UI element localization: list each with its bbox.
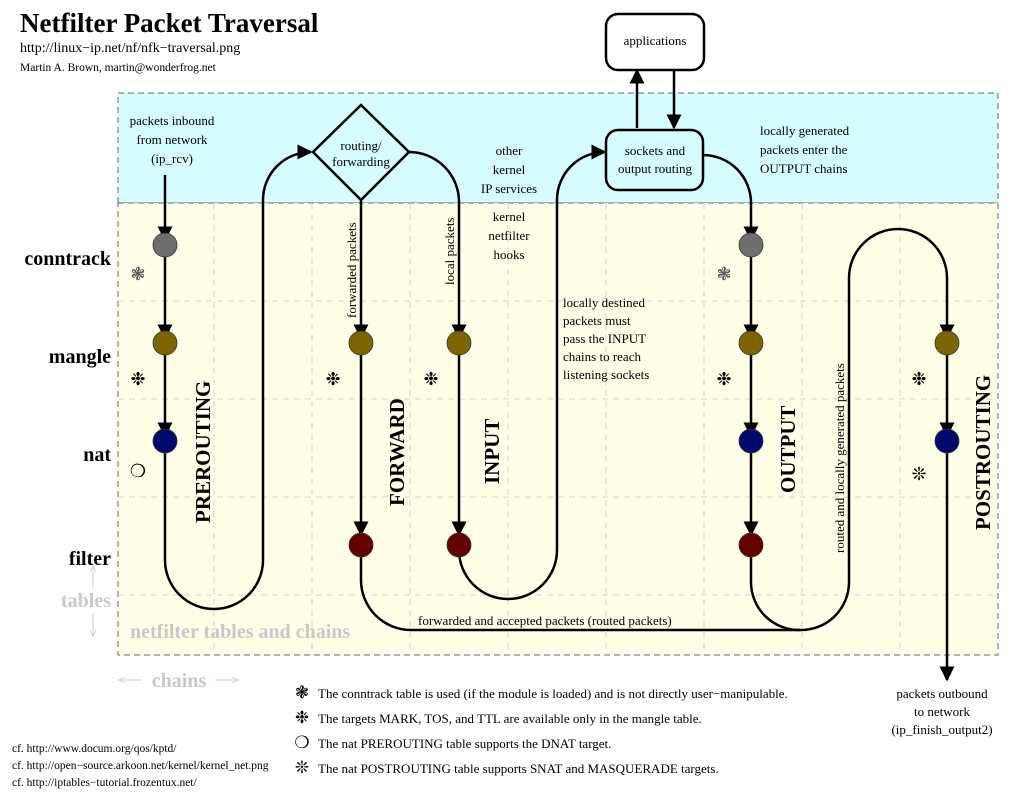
kernel-hooks-line: kernel xyxy=(493,209,526,224)
chain-label-output: OUTPUT xyxy=(776,405,800,493)
locally-generated-line: locally generated xyxy=(760,123,850,138)
table-node-forward-filter xyxy=(348,532,374,558)
legend-item-text: The conntrack table is used (if the modu… xyxy=(318,686,788,701)
other-kernel-line: other xyxy=(496,143,523,158)
table-node-prerouting-conntrack xyxy=(152,232,178,258)
local-packets-label: local packets xyxy=(442,218,457,286)
table-label-nat: nat xyxy=(83,444,111,466)
table-node-postrouting-nat xyxy=(934,428,960,454)
table-node-input-filter xyxy=(446,532,472,558)
chains-axis-label: chains xyxy=(152,670,207,692)
chain-label-postrouting: POSTROUTING xyxy=(971,375,995,530)
table-node-postrouting-mangle xyxy=(934,330,960,356)
table-label-conntrack: conntrack xyxy=(24,248,112,270)
chain-label-forward: FORWARD xyxy=(385,398,409,506)
path-routing-input xyxy=(408,150,467,340)
locally-destined-line: pass the INPUT xyxy=(563,331,646,346)
snat-asterisk-icon: ❊ xyxy=(911,464,926,484)
locally-destined-line: listening sockets xyxy=(563,367,649,382)
snat-asterisk-icon: ❊ xyxy=(295,758,309,777)
tables-axis-label: tables xyxy=(61,590,111,612)
chain-label-input: INPUT xyxy=(480,419,504,484)
outbound-line: packets outbound xyxy=(896,686,988,701)
table-node-output-filter xyxy=(738,532,764,558)
source-url: http://linux−ip.net/nf/nfk−traversal.png xyxy=(20,41,240,56)
conntrack-flower-icon: ❃ xyxy=(295,683,309,702)
table-node-prerouting-nat xyxy=(152,428,178,454)
forwarded-accepted-label: forwarded and accepted packets (routed p… xyxy=(418,613,672,628)
path-forward-routed xyxy=(359,550,800,632)
dnat-circle-icon: ❍ xyxy=(294,733,309,752)
table-label-mangle: mangle xyxy=(49,346,111,368)
routing-decision-node: routing/ forwarding xyxy=(311,103,411,202)
table-node-forward-mangle xyxy=(348,330,374,356)
author: Martin A. Brown, martin@wonderfrog.net xyxy=(20,62,217,74)
other-kernel-line: kernel xyxy=(493,162,526,177)
page-title: Netfilter Packet Traversal xyxy=(20,8,319,38)
locally-generated-line: packets enter the xyxy=(760,142,848,157)
applications-node: applications xyxy=(604,12,706,72)
mangle-asterisk-icon: ❉ xyxy=(911,369,926,389)
conntrack-flower-icon: ❃ xyxy=(716,264,731,284)
routing-label-2: forwarding xyxy=(332,154,390,169)
inbound-line: packets inbound xyxy=(130,113,215,128)
sockets-node: sockets and output routing xyxy=(604,128,705,192)
legend-item-text: The targets MARK, TOS, and TTL are avail… xyxy=(318,711,702,726)
routed-locally-label: routed and locally generated packets xyxy=(832,363,847,553)
mangle-asterisk-icon: ❉ xyxy=(130,369,145,389)
mangle-asterisk-icon: ❉ xyxy=(325,369,340,389)
sockets-label-1: sockets and xyxy=(625,143,686,158)
reference-link[interactable]: cf. http://iptables−tutorial.frozentux.n… xyxy=(12,777,197,789)
conntrack-flower-icon: ❃ xyxy=(130,264,145,284)
routing-label-1: routing/ xyxy=(340,138,382,153)
table-node-output-nat xyxy=(738,428,764,454)
inbound-line: from network xyxy=(136,132,208,147)
outbound-line: to network xyxy=(914,704,970,719)
kernel-hooks-line: netfilter xyxy=(488,228,530,243)
mangle-asterisk-icon: ❉ xyxy=(423,369,438,389)
forwarded-packets-label: forwarded packets xyxy=(344,222,359,318)
inbound-line: (ip_rcv) xyxy=(151,151,193,166)
sockets-label-2: output routing xyxy=(618,161,693,176)
kernel-hooks-line: hooks xyxy=(493,247,524,262)
locally-destined-line: locally destined xyxy=(563,295,645,310)
locally-generated-line: OUTPUT chains xyxy=(760,161,848,176)
outbound-line: (ip_finish_output2) xyxy=(891,722,992,737)
legend-item-text: The nat PREROUTING table supports the DN… xyxy=(318,736,611,751)
path-input-to-sockets xyxy=(457,144,607,601)
table-node-output-conntrack xyxy=(738,232,764,258)
table-node-prerouting-mangle xyxy=(152,330,178,356)
legend-item-text: The nat POSTROUTING table supports SNAT … xyxy=(318,761,719,776)
table-node-input-mangle xyxy=(446,330,472,356)
reference-link[interactable]: cf. http://open−source.arkoon.net/kernel… xyxy=(12,760,269,772)
path-sockets-to-output xyxy=(702,153,759,242)
mangle-asterisk-icon: ❉ xyxy=(295,708,309,727)
reference-link[interactable]: cf. http://www.docum.org/qos/kptd/ xyxy=(12,743,177,755)
path-output-to-postrouting xyxy=(749,227,955,632)
chain-label-prerouting: PREROUTING xyxy=(191,381,215,523)
table-label-filter: filter xyxy=(69,548,111,570)
locally-destined-line: chains to reach xyxy=(563,349,641,364)
other-kernel-line: IP services xyxy=(481,181,537,196)
table-node-output-mangle xyxy=(738,330,764,356)
locally-destined-line: packets must xyxy=(563,313,631,328)
applications-label: applications xyxy=(624,33,687,48)
watermark-label: netfilter tables and chains xyxy=(130,621,350,643)
path-pre-to-routing xyxy=(163,144,313,611)
dnat-circle-icon: ❍ xyxy=(130,461,146,481)
mangle-asterisk-icon: ❉ xyxy=(716,369,731,389)
